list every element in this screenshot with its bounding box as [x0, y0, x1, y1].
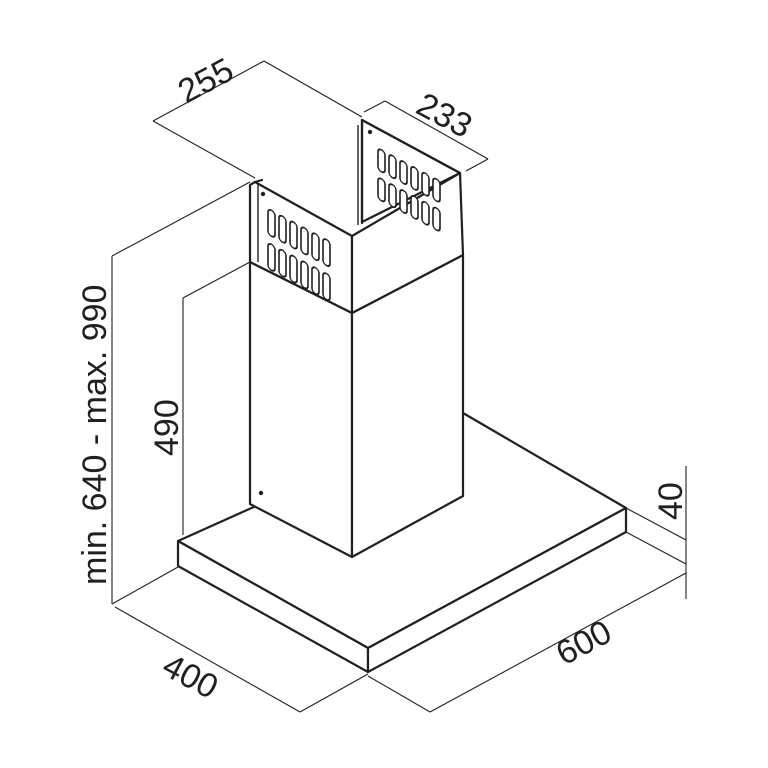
dim-label-height-range: min. 640 - max. 990 [76, 285, 114, 585]
dim-label-40: 40 [652, 482, 690, 520]
lower-chimney [248, 253, 465, 559]
screw-dot-top [367, 129, 373, 135]
dim-label-233: 233 [410, 86, 478, 146]
dimension-lines [111, 60, 687, 713]
vent-slots-left [267, 208, 331, 301]
screw-dot [258, 490, 264, 496]
vent-slots-back [377, 148, 441, 232]
dim-label-400: 400 [156, 647, 224, 707]
screw-dot-left [260, 191, 266, 197]
dim-label-600: 600 [550, 613, 618, 673]
dim-label-255: 255 [172, 51, 240, 111]
dim-label-490: 490 [148, 399, 186, 456]
